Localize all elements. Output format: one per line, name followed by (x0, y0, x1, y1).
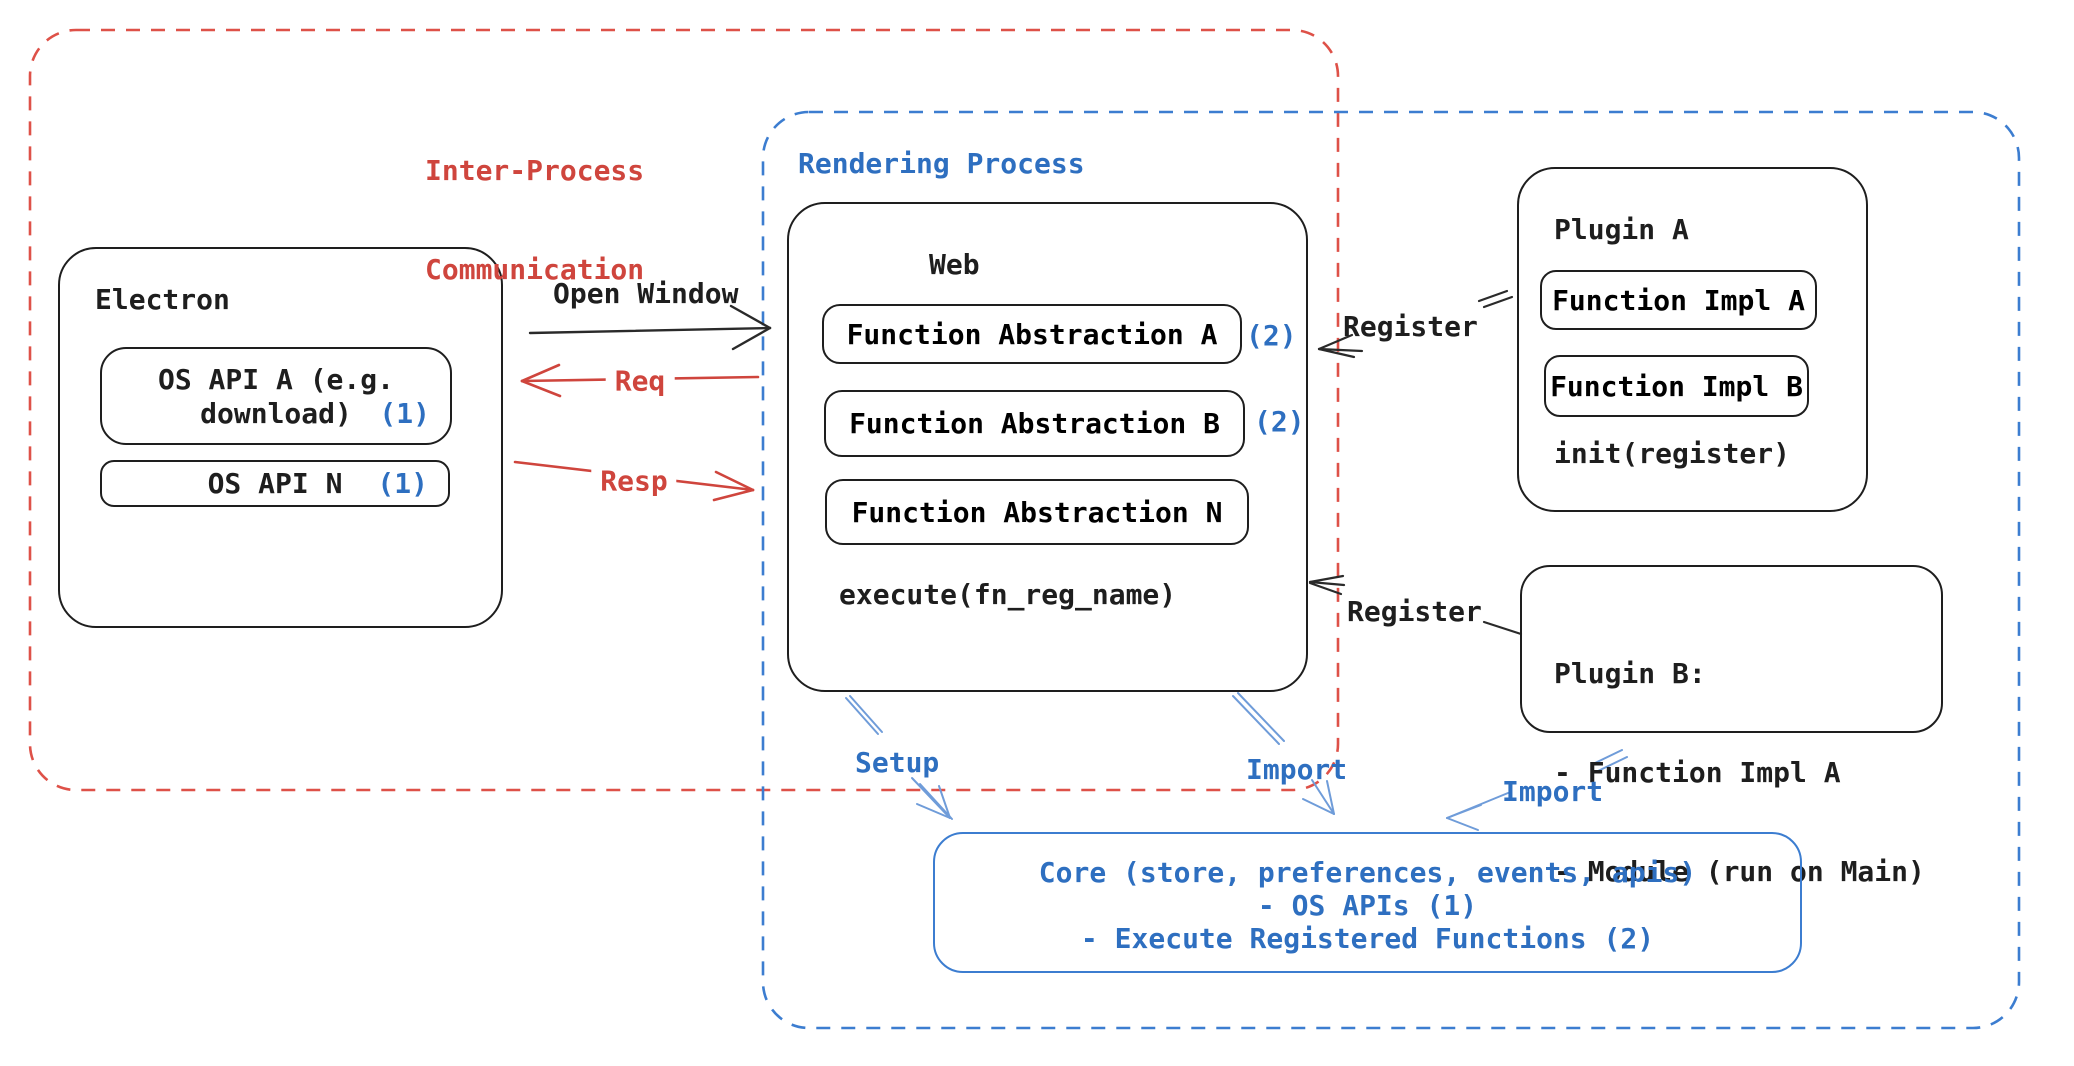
electron-title: Electron (95, 283, 230, 316)
register-bottom-label: Register (1347, 595, 1482, 628)
ipc-boundary (28, 28, 1340, 792)
function-abstraction-a-label: Function Abstraction A (846, 317, 1218, 351)
rendering-process-title: Rendering Process (798, 147, 1085, 180)
plugin-b-line1: Plugin B: (1554, 657, 1706, 690)
rendering-process-boundary (761, 110, 2021, 1030)
os-api-a-box: OS API A (e.g. download) (1) (100, 347, 452, 445)
setup-arrow (845, 695, 953, 820)
function-impl-b-label: Function Impl B (1550, 369, 1803, 403)
function-impl-a-label: Function Impl A (1552, 283, 1805, 317)
function-abstraction-b-label: Function Abstraction B (849, 407, 1220, 440)
electron-box: Electron OS API A (e.g. download) (1) OS… (58, 247, 503, 628)
resp-label: Resp (591, 464, 677, 498)
plugin-b-text: Plugin B: - Function Impl A - Module (ru… (1554, 591, 1925, 954)
req-label: Req (605, 364, 675, 398)
plugin-a-box: Plugin A Function Impl A Function Impl B… (1517, 167, 1868, 512)
os-api-a-line2: download) (200, 397, 352, 430)
import-mid-label: Import (1246, 753, 1348, 786)
import-right-label: Import (1502, 775, 1604, 808)
ipc-label-line2: Communication (425, 253, 645, 286)
os-api-n-label: OS API N (207, 467, 343, 500)
core-text: Core (store, preferences, events, apis) … (935, 856, 1800, 955)
ipc-label-line1: Inter-Process (425, 154, 645, 187)
import-mid-arrow (1232, 692, 1335, 815)
os-api-n-box: OS API N (1) (100, 460, 450, 507)
setup-label: Setup (855, 746, 940, 779)
function-impl-b-box: Function Impl B (1544, 355, 1809, 417)
plugin-b-line2: - Function Impl A (1554, 756, 1841, 789)
register-bottom-arrow (1308, 574, 1523, 636)
web-title: Web (929, 248, 980, 281)
web-box: Web Function Abstraction A Function Abst… (787, 202, 1308, 692)
import-right-arrow (1446, 749, 1628, 831)
function-abstraction-a-box: Function Abstraction A (822, 304, 1242, 364)
plugin-a-title: Plugin A (1554, 213, 1689, 246)
core-line1: Core (store, preferences, events, apis) (1038, 856, 1697, 889)
ipc-label: Inter-Process Communication (425, 88, 644, 352)
plugin-b-line3: - Module (run on Main) (1554, 855, 1925, 888)
function-abstraction-n-label: Function Abstraction N (851, 495, 1223, 529)
core-line2: - OS APIs (1) (1257, 889, 1478, 922)
open-window-label: Open Window (553, 277, 739, 310)
register-top-label: Register (1343, 310, 1478, 343)
os-api-a-ref: (1) (379, 397, 430, 430)
function-abstraction-n-box: Function Abstraction N (825, 479, 1249, 545)
os-api-n-ref: (1) (377, 467, 428, 500)
function-abstraction-b-ref: (2) (1254, 405, 1305, 438)
init-register-label: init(register) (1554, 437, 1791, 470)
function-abstraction-b-box: Function Abstraction B (824, 390, 1245, 457)
os-api-a-line1: OS API A (e.g. (157, 363, 394, 396)
core-line3: - Execute Registered Functions (2) (1080, 922, 1655, 955)
function-abstraction-a-ref: (2) (1246, 319, 1297, 352)
core-box: Core (store, preferences, events, apis) … (933, 832, 1802, 973)
open-window-arrow (528, 304, 772, 351)
execute-label: execute(fn_reg_name) (839, 578, 1177, 611)
function-impl-a-box: Function Impl A (1540, 270, 1817, 330)
plugin-b-box: Plugin B: - Function Impl A - Module (ru… (1520, 565, 1943, 888)
register-top-arrow (1317, 289, 1514, 359)
